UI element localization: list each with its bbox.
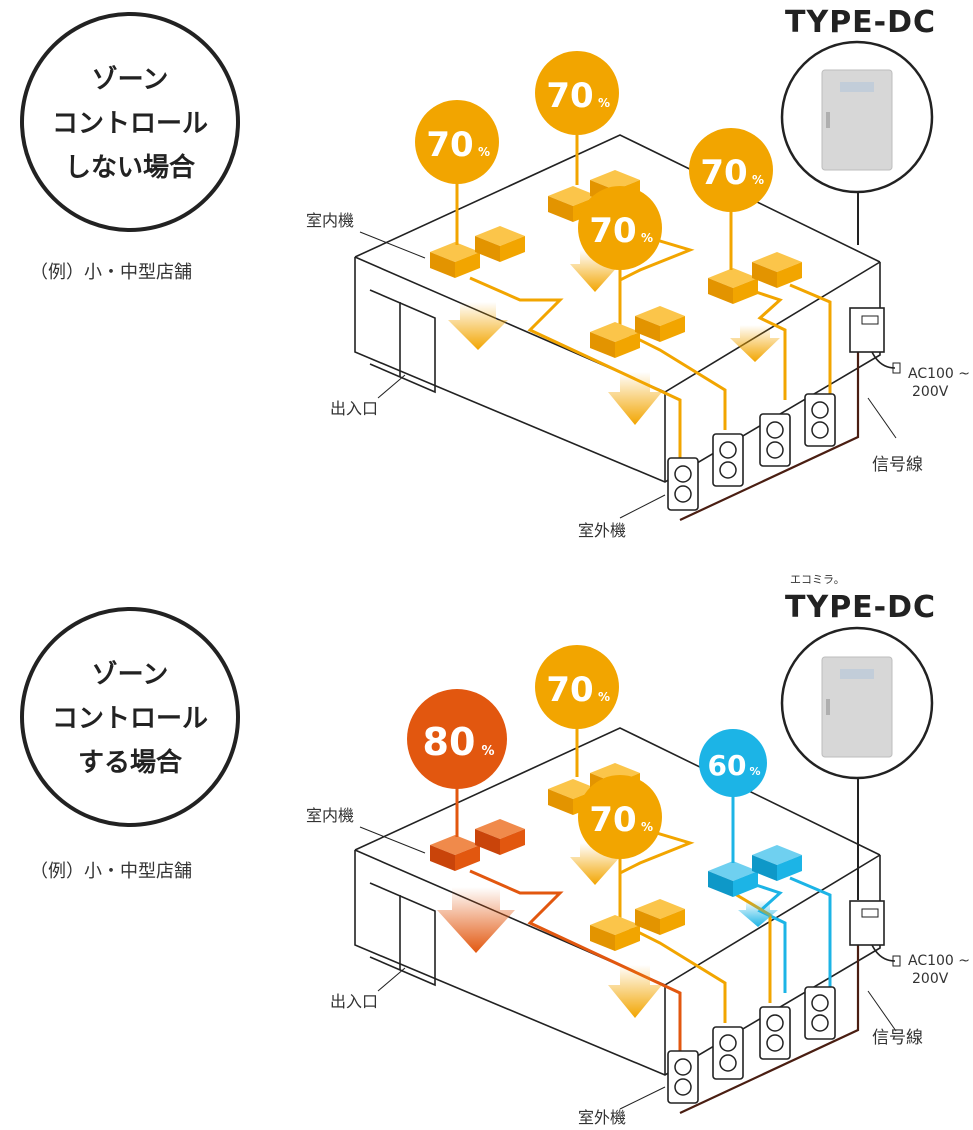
signal-converter-box [849,307,885,353]
indoor-unit-label: 室内機 [306,806,354,825]
power-plug-icon [892,955,901,967]
controller-device-icon [821,69,893,171]
zone-value: 70 [589,211,636,251]
outdoor-units [667,986,836,1104]
title-line-1: ゾーン [92,64,169,95]
title-line-1: ゾーン [92,659,169,690]
indoor-unit-label: 室内機 [306,211,354,230]
brand-label: TYPE-DC [785,590,936,625]
zone-value: 80 [423,720,476,764]
zone-bubble-4: 70 % [578,775,662,913]
zone-value: 70 [589,800,636,840]
power-label-2: 200V [912,971,949,987]
zone-bubble-4: 70 % [578,186,662,320]
zone-bubble-3: 70 % [689,128,773,270]
airflow-arrow [738,900,778,927]
zone-bubble-3: 60 % [699,729,767,863]
diagram-panel-without-zone-control: ゾーン コントロール しない場合 （例）小・中型店舗 TYPE-DC AC100… [20,5,970,540]
signal-line [679,923,860,1114]
signal-line-label: 信号線 [872,1028,923,1048]
diagram-canvas: ゾーン コントロール する場合 （例）小・中型店舗 エコミラ。 TYPE-DC … [20,573,970,1127]
airflow-arrow [448,302,508,350]
zone-unit: % [641,820,653,834]
zone-unit: % [641,231,653,245]
power-label-1: AC100 ~ [908,953,970,969]
example-label: （例）小・中型店舗 [30,262,192,283]
controller-device-icon [821,656,893,758]
zone-bubble-1: 80 % [407,689,507,837]
signal-line [679,330,860,521]
diagram-panel-with-zone-control: ゾーン コントロール する場合 （例）小・中型店舗 エコミラ。 TYPE-DC … [0,565,973,1130]
indoor-units [430,763,802,951]
zone-unit: % [598,690,610,704]
zone-value: 70 [546,76,593,116]
title-line-3: する場合 [78,747,183,778]
brand-sublabel: エコミラ。 [790,573,845,586]
signal-line-label: 信号線 [872,455,923,475]
zone-bubble-2: 70 % [535,51,619,185]
title-circle [20,607,240,827]
zone-unit: % [749,765,760,778]
zone-value: 60 [708,749,747,782]
diagram-canvas: ゾーン コントロール しない場合 （例）小・中型店舗 TYPE-DC AC100… [20,5,970,540]
zone-value: 70 [546,670,593,710]
zone-unit: % [478,145,490,159]
airflow-arrow [608,965,662,1018]
airflow-arrow [608,372,662,425]
power-label-2: 200V [912,384,949,400]
power-plug-icon [892,362,901,374]
airflow-arrow [730,325,780,362]
outdoor-unit-label: 室外機 [578,521,626,540]
outdoor-unit-label: 室外機 [578,1108,626,1127]
zone-bubble-1: 70 % [415,100,499,245]
zone-unit: % [598,96,610,110]
airflow-arrow [437,887,515,953]
example-label: （例）小・中型店舗 [30,861,192,882]
zone-value: 70 [426,125,473,165]
zone-unit: % [752,173,764,187]
entrance-label: 出入口 [330,992,378,1011]
zone-value: 70 [700,153,747,193]
title-circle [20,12,240,232]
brand-label: TYPE-DC [785,5,936,40]
title-line-3: しない場合 [65,152,196,183]
outdoor-units [667,393,836,511]
power-label-1: AC100 ~ [908,366,970,382]
zone-bubble-2: 70 % [535,645,619,777]
entrance-label: 出入口 [330,399,378,418]
title-line-2: コントロール [52,109,208,139]
zone-unit: % [481,744,494,759]
title-line-2: コントロール [52,704,208,734]
signal-converter-box [849,900,885,946]
